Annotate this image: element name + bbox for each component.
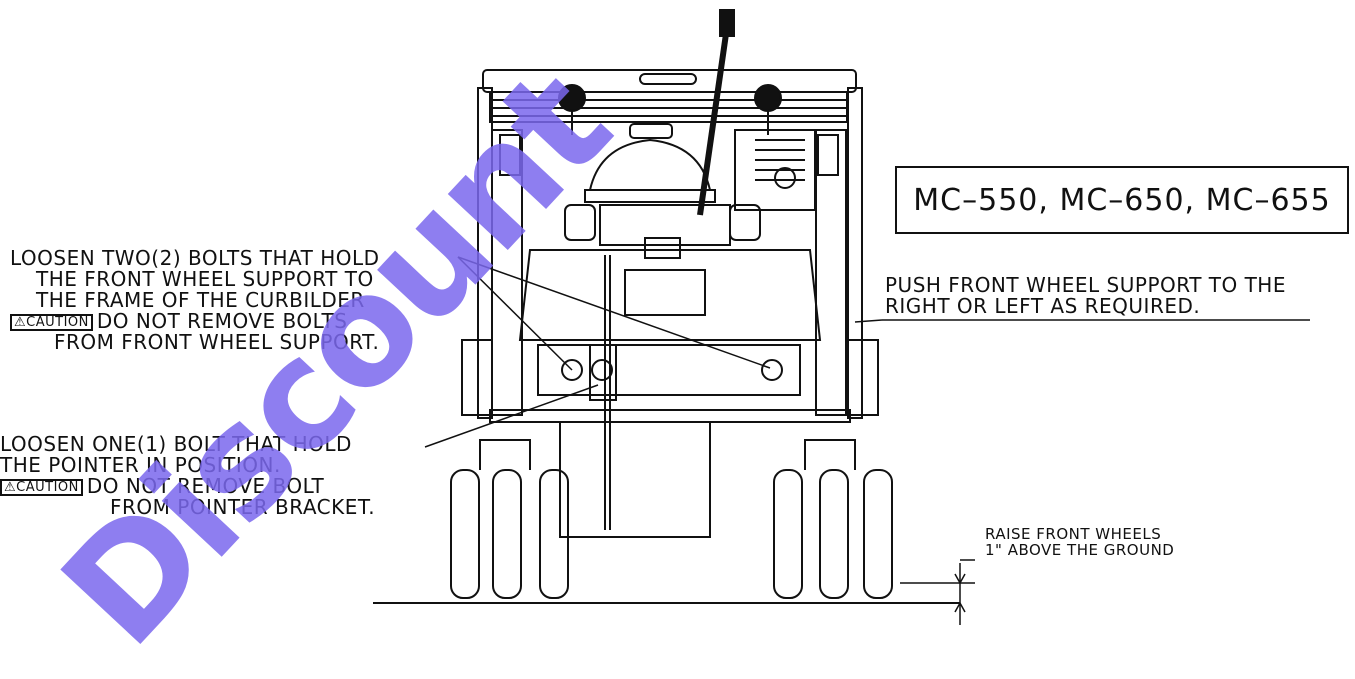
leader-push — [854, 319, 883, 323]
note-line: 1" ABOVE THE GROUND — [985, 540, 1175, 559]
note-line: DO NOT REMOVE BOLTS — [96, 309, 348, 333]
right-post — [847, 87, 863, 419]
right-wheel-3 — [863, 469, 893, 599]
note-line: DO NOT REMOVE BOLT — [86, 474, 325, 498]
note-line: LOOSEN ONE(1) BOLT THAT HOLD — [0, 432, 352, 456]
lever — [697, 19, 731, 216]
left-wheel-1 — [450, 469, 480, 599]
caution-tag: ⚠CAUTION — [0, 478, 83, 497]
bolt-left-1 — [561, 359, 583, 381]
note-line: PUSH FRONT WHEEL SUPPORT TO THE — [885, 273, 1286, 297]
left-post — [477, 87, 493, 419]
note-line: RAISE FRONT WHEELS — [985, 525, 1162, 543]
note-line: LOOSEN TWO(2) BOLTS THAT HOLD — [10, 246, 380, 270]
wheel-support — [537, 344, 801, 396]
model-number-text: MC–550, MC–650, MC–655 — [913, 182, 1331, 218]
note-line: THE FRONT WHEEL SUPPORT TO — [36, 267, 374, 291]
muffler — [734, 129, 816, 211]
note-line: RIGHT OR LEFT AS REQUIRED. — [885, 294, 1201, 318]
left-wheel-3 — [539, 469, 569, 599]
note-loosen-one-bolt: LOOSEN ONE(1) BOLT THAT HOLD THE POINTER… — [0, 434, 375, 518]
bolt-left-2 — [591, 359, 613, 381]
engine — [588, 138, 712, 191]
hopper — [518, 249, 822, 341]
knob-left — [558, 84, 586, 112]
note-push-support: PUSH FRONT WHEEL SUPPORT TO THE RIGHT OR… — [885, 275, 1286, 317]
note-line: FROM POINTER BRACKET. — [110, 495, 376, 519]
note-line: THE POINTER IN POSITION. — [0, 453, 281, 477]
leader-one-bolt — [424, 384, 599, 448]
leader-two-bolts-2 — [457, 256, 771, 369]
caution-tag: ⚠CAUTION — [10, 313, 93, 332]
knob-right — [754, 84, 782, 112]
lower-box — [559, 421, 711, 538]
note-line: THE FRAME OF THE CURBILDER — [36, 288, 365, 312]
pointer-bracket — [589, 344, 617, 401]
machine-drawing — [373, 9, 1310, 625]
leader-two-bolts-1 — [457, 256, 573, 371]
model-number-box: MC–550, MC–650, MC–655 — [895, 166, 1349, 234]
bolt-right — [761, 359, 783, 381]
left-wheel-2 — [492, 469, 522, 599]
note-loosen-two-bolts: LOOSEN TWO(2) BOLTS THAT HOLD THE FRONT … — [10, 248, 380, 353]
right-wheel-2 — [819, 469, 849, 599]
right-wheel-1 — [773, 469, 803, 599]
note-raise-wheels: RAISE FRONT WHEELS 1" ABOVE THE GROUND — [985, 525, 1175, 559]
note-line: FROM FRONT WHEEL SUPPORT. — [54, 330, 380, 354]
